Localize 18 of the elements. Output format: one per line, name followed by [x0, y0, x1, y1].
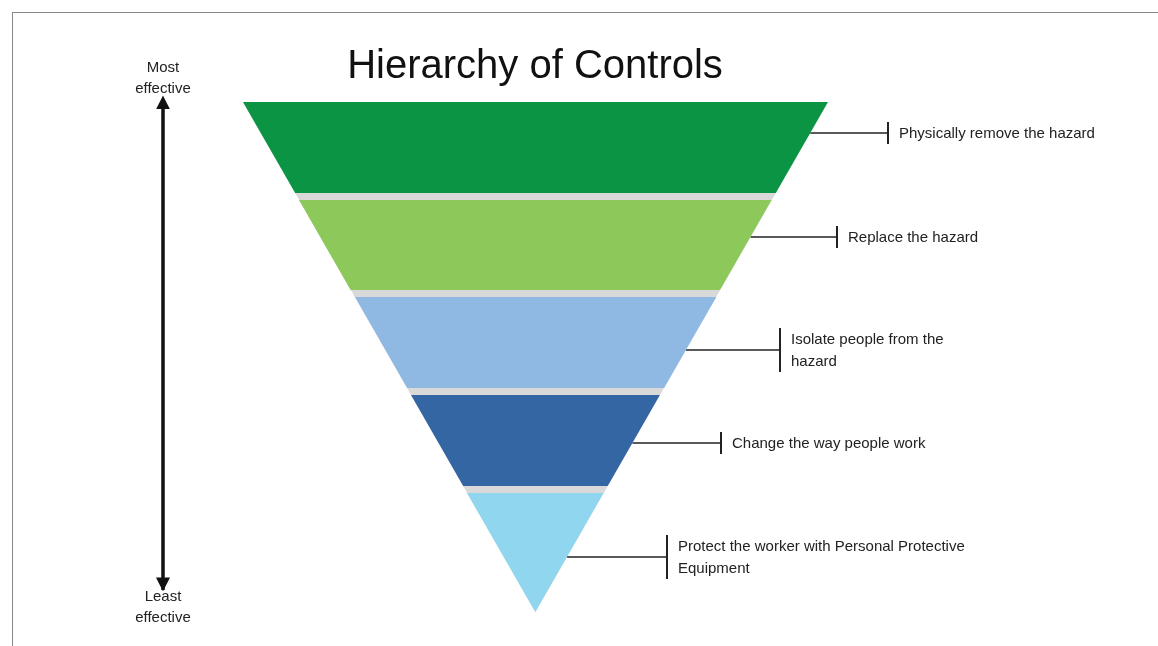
- scale-label: Most effective: [134, 57, 192, 98]
- trapezoid-band: [411, 395, 660, 486]
- title: Hierarchy of Controls: [346, 42, 724, 87]
- trapezoid-band: [299, 200, 772, 290]
- leader-line: [685, 349, 780, 351]
- leader-line: [749, 236, 837, 238]
- leader-label: Protect the worker with Personal Protective Equipment: [666, 535, 978, 579]
- leader-line: [631, 442, 721, 444]
- trapezoid-band: [243, 102, 828, 193]
- leader-label: Replace the hazard: [836, 226, 1008, 248]
- leader-label: Physically remove the hazard: [887, 122, 1119, 144]
- leader-label: Isolate people from the hazard: [779, 328, 991, 372]
- triangle-band: [467, 493, 604, 612]
- leader-line: [809, 132, 888, 134]
- trapezoid-band: [354, 297, 717, 388]
- leader-line: [566, 556, 667, 558]
- leader-label: Change the way people work: [720, 432, 932, 454]
- scale-label: Least effective: [134, 586, 192, 627]
